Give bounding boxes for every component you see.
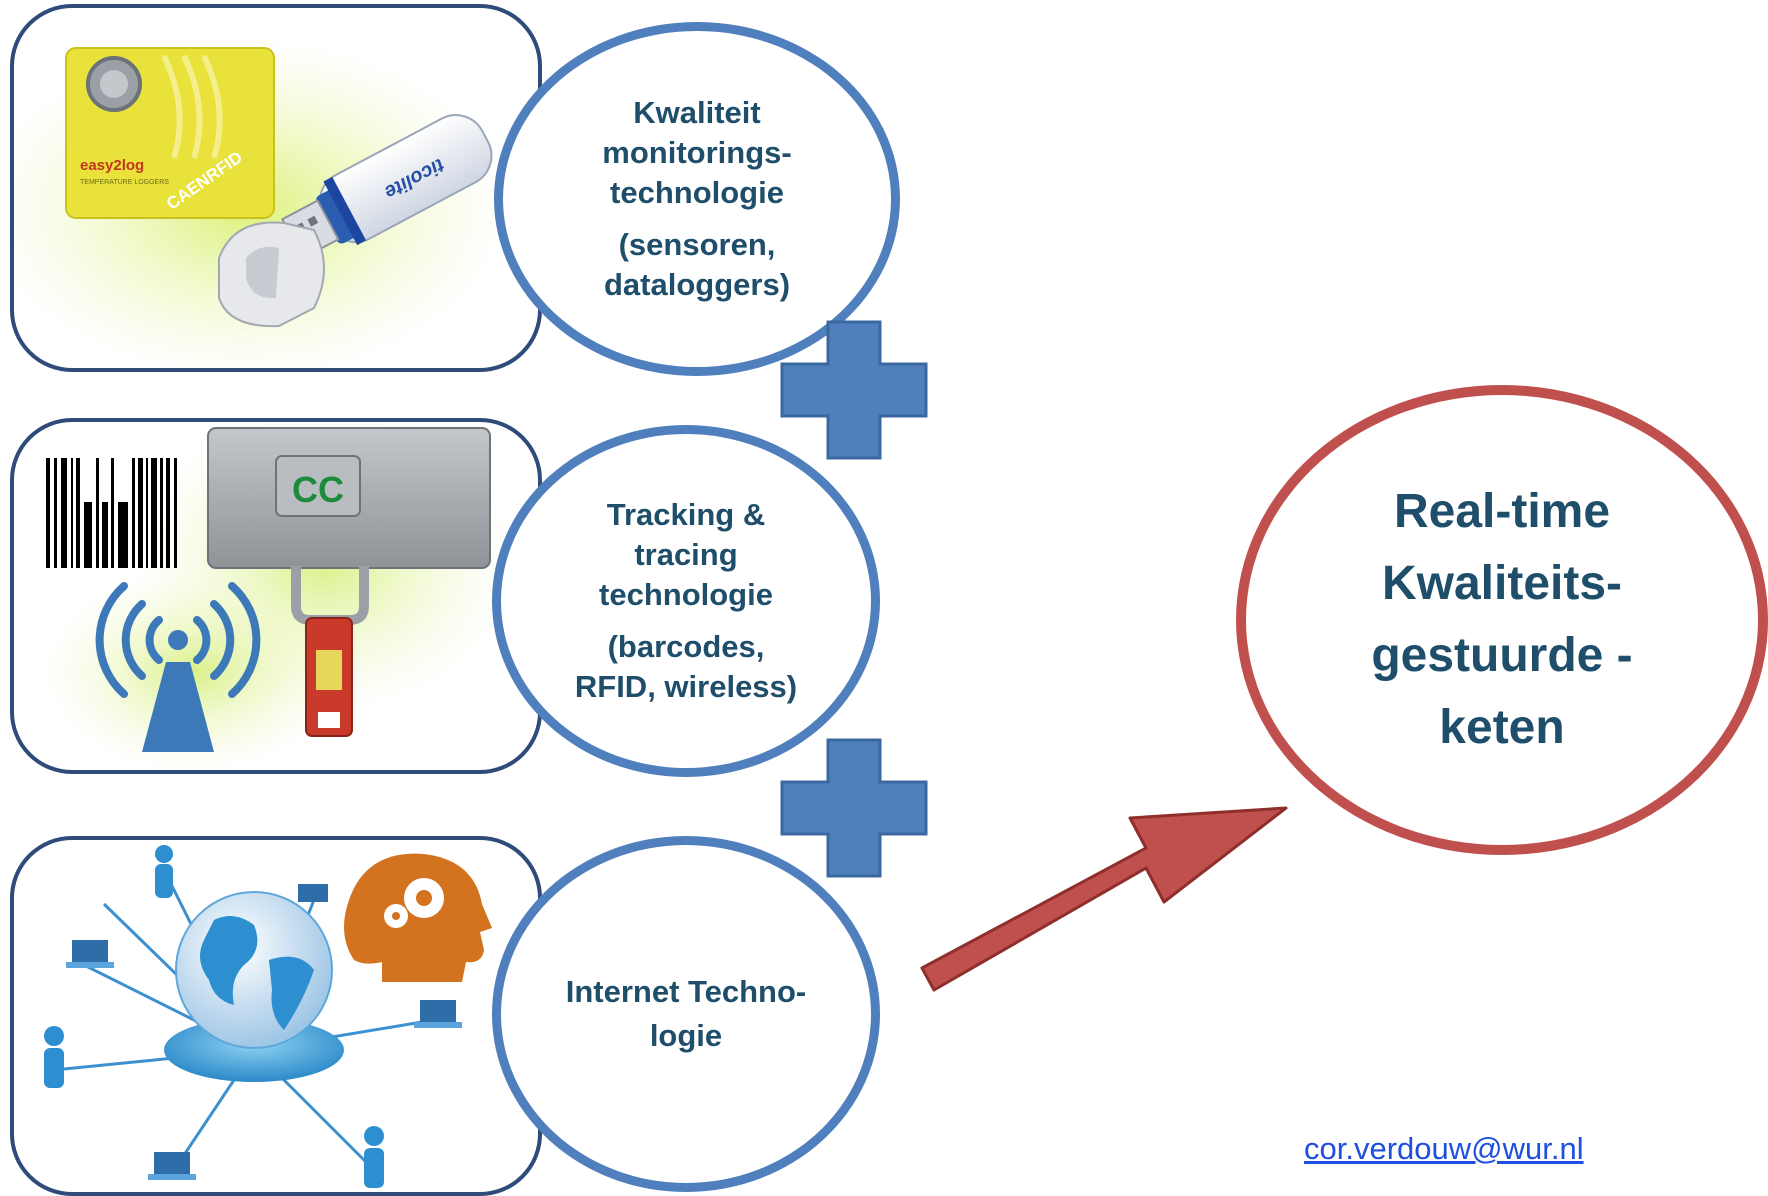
- title-line: tracing: [634, 537, 738, 572]
- title-line: technologie: [610, 175, 784, 210]
- result-line: gestuurde -: [1371, 629, 1633, 682]
- result-line: keten: [1439, 701, 1565, 754]
- arrow-icon: [920, 806, 1288, 992]
- subtitle-line: (barcodes,: [607, 629, 765, 664]
- monitoring-image-panel: easy2log TEMPERATURE LOGGERS CAENRFID ti…: [10, 4, 542, 372]
- internet-technology-circle: Internet Techno- logie: [492, 836, 880, 1192]
- contact-email-link[interactable]: cor.verdouw@wur.nl: [1304, 1131, 1584, 1166]
- result-line: Real-time: [1393, 485, 1611, 538]
- tracking-illustration: CC: [44, 422, 514, 770]
- head-gears-icon: [344, 853, 492, 982]
- plus-icon: [780, 320, 928, 460]
- title-line: monitorings-: [602, 135, 792, 170]
- title-line: Tracking &: [606, 497, 766, 532]
- barcode-icon: [46, 458, 180, 568]
- svg-text:easy2log: easy2log: [80, 157, 144, 174]
- title-line: Kwaliteit: [633, 95, 761, 130]
- monitoring-technology-circle: Kwaliteit monitorings- technologie (sens…: [494, 22, 900, 376]
- circle-subtitle: (barcodes, RFID, wireless): [575, 627, 797, 707]
- title-line: logie: [649, 1018, 723, 1053]
- globe-network-icon: [44, 845, 462, 1188]
- svg-text:CC: CC: [292, 469, 344, 510]
- real-time-quality-chain-circle: Real-time Kwaliteits- gestuurde - keten: [1236, 385, 1768, 855]
- circle-title: Tracking & tracing technologie: [599, 495, 773, 615]
- subtitle-line: dataloggers): [603, 267, 791, 302]
- circle-title: Kwaliteit monitorings- technologie: [602, 93, 791, 213]
- internet-image-panel: [10, 836, 542, 1196]
- circle-title: Internet Techno- logie: [566, 970, 807, 1058]
- title-line: Internet Techno-: [565, 974, 807, 1009]
- circle-subtitle: (sensoren, dataloggers): [604, 225, 790, 305]
- internet-illustration: [44, 845, 492, 1188]
- rfid-tag-icon: CC: [207, 427, 491, 737]
- wireless-antenna-icon: [95, 582, 261, 752]
- subtitle-line: (sensoren,: [618, 227, 776, 262]
- plus-icon: [780, 738, 928, 878]
- tracking-technology-circle: Tracking & tracing technologie (barcodes…: [492, 425, 880, 777]
- subtitle-line: RFID, wireless): [574, 669, 798, 704]
- title-line: technologie: [599, 577, 773, 612]
- result-line: Kwaliteits-: [1381, 557, 1623, 610]
- tracking-image-panel: CC: [10, 418, 542, 774]
- svg-text:TEMPERATURE LOGGERS: TEMPERATURE LOGGERS: [80, 179, 169, 186]
- usb-datalogger-icon: easy2log TEMPERATURE LOGGERS CAENRFID ti…: [14, 38, 504, 368]
